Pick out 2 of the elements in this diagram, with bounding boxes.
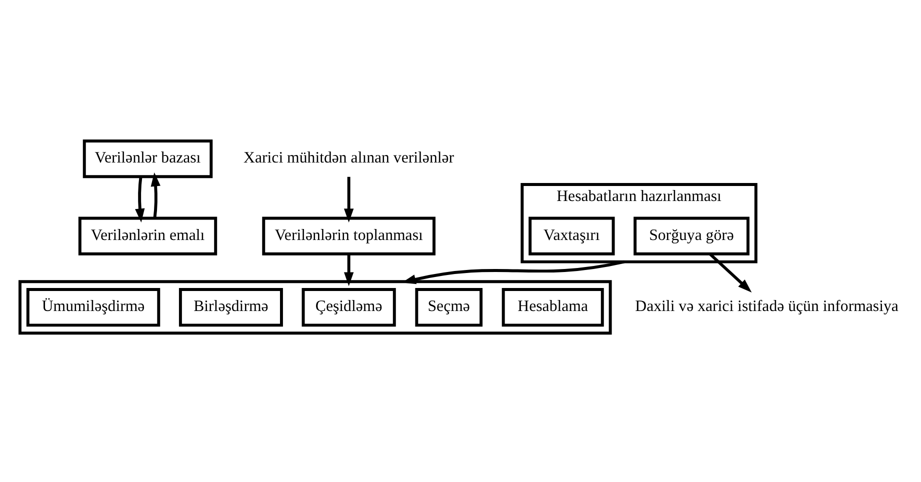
node-text: Daxili və xarici istifadə üçün informasiya — [635, 298, 898, 316]
node-text: Xarici mühitdən alınan verilənlər — [244, 150, 454, 167]
